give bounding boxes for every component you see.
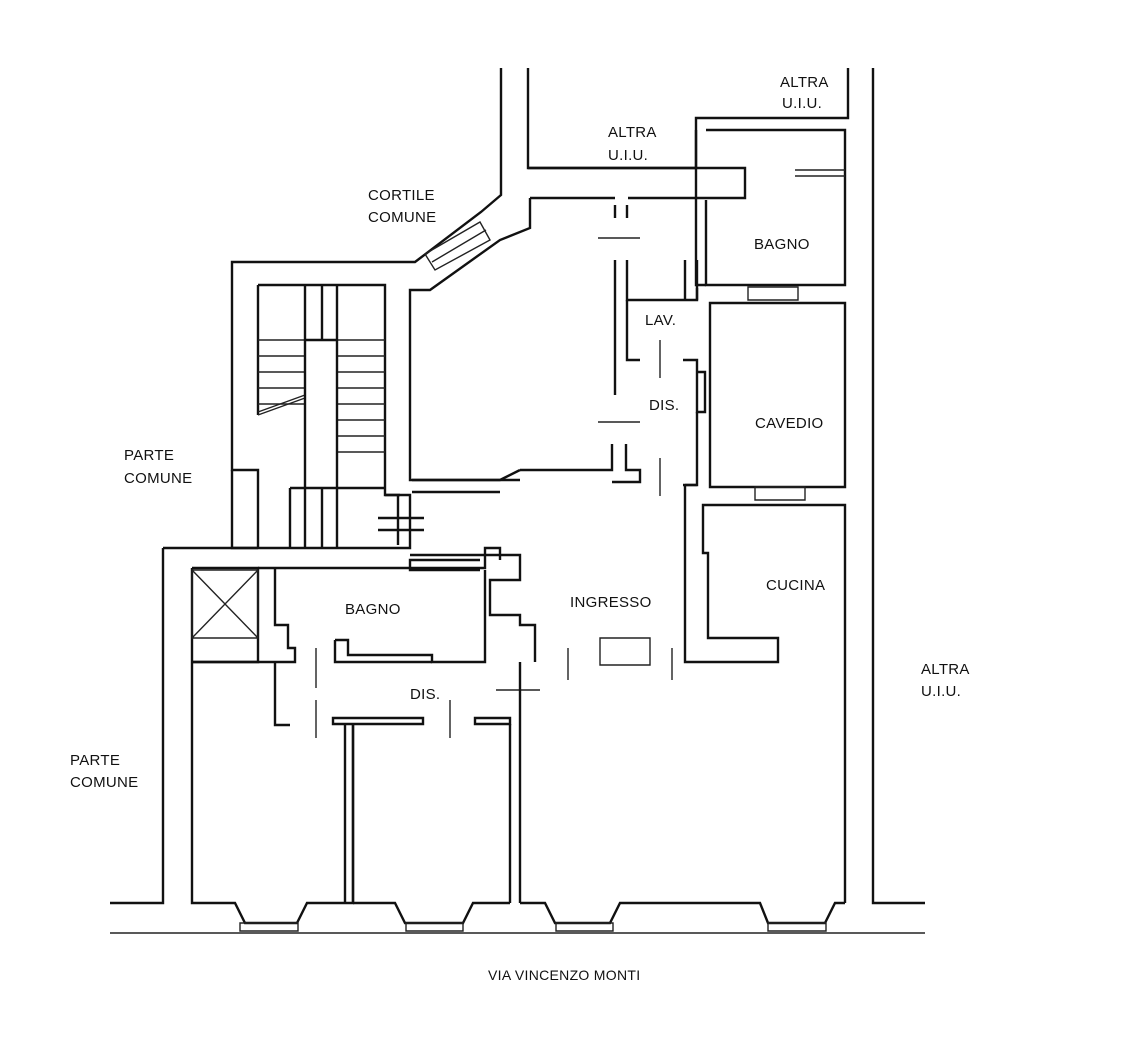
label-cortile-comune: CORTILE (368, 187, 435, 204)
room-label-cavedio: CAVEDIO (755, 415, 824, 432)
labels: ALTRA U.I.U. ALTRA U.I.U. CORTILE COMUNE… (70, 74, 970, 983)
label-parte-comune-lower: PARTE (70, 752, 120, 769)
room-label-bagno-top: BAGNO (754, 236, 810, 253)
label-parte-comune-lower-sub: COMUNE (70, 774, 138, 791)
room-label-bagno-lower: BAGNO (345, 601, 401, 618)
label-altra-uiu-middle-sub: U.I.U. (608, 147, 648, 164)
label-altra-uiu-right: ALTRA (921, 661, 970, 678)
label-altra-uiu-right-sub: U.I.U. (921, 683, 961, 700)
label-altra-uiu-middle: ALTRA (608, 124, 657, 141)
label-altra-uiu-top: ALTRA (780, 74, 829, 91)
street-name-label: VIA VINCENZO MONTI (488, 967, 640, 983)
room-label-cucina: CUCINA (766, 577, 825, 594)
label-parte-comune-upper: PARTE (124, 447, 174, 464)
label-parte-comune-upper-sub: COMUNE (124, 470, 192, 487)
label-altra-uiu-top-sub: U.I.U. (782, 95, 822, 112)
room-label-dis-lower: DIS. (410, 686, 440, 703)
walls (110, 68, 925, 934)
room-label-lav: LAV. (645, 312, 676, 329)
label-cortile-comune-sub: COMUNE (368, 209, 436, 226)
room-label-dis-upper: DIS. (649, 397, 679, 414)
room-label-ingresso: INGRESSO (570, 594, 652, 611)
